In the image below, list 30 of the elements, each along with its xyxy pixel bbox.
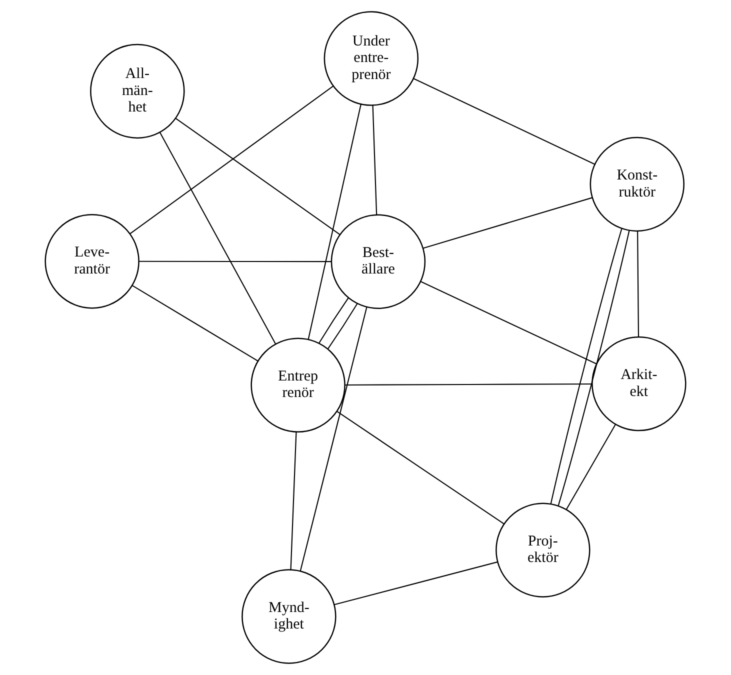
node-circle: Konst- ruktör bbox=[590, 136, 684, 232]
node-circle: Mynd- ighet bbox=[242, 569, 336, 664]
connector bbox=[318, 298, 349, 344]
node-circle: Proj- ektör bbox=[496, 502, 590, 598]
connector bbox=[344, 383, 592, 386]
connector bbox=[139, 260, 332, 262]
connector bbox=[132, 284, 258, 362]
node-circle: Under entre- prenör bbox=[324, 11, 419, 106]
connector bbox=[328, 303, 358, 350]
node-circle: Leve- rantör bbox=[44, 214, 140, 309]
connector bbox=[413, 78, 595, 165]
connector bbox=[566, 424, 616, 510]
connector bbox=[422, 197, 592, 249]
connector bbox=[336, 410, 504, 524]
connector bbox=[637, 231, 640, 338]
connector bbox=[300, 307, 368, 572]
connector bbox=[334, 561, 498, 606]
connector bbox=[130, 86, 334, 234]
node-circle: Arkit- ekt bbox=[592, 336, 686, 432]
node-circle: Best- ällare bbox=[330, 214, 426, 309]
connector bbox=[550, 228, 622, 504]
connector bbox=[420, 281, 597, 364]
connector bbox=[372, 105, 378, 215]
connector bbox=[558, 230, 630, 506]
connector bbox=[290, 432, 297, 570]
node-circle: Entrep renör bbox=[250, 338, 346, 433]
node-circle: All- män- het bbox=[90, 44, 185, 139]
connector bbox=[159, 132, 276, 344]
connector bbox=[308, 104, 362, 340]
connector bbox=[175, 118, 340, 236]
